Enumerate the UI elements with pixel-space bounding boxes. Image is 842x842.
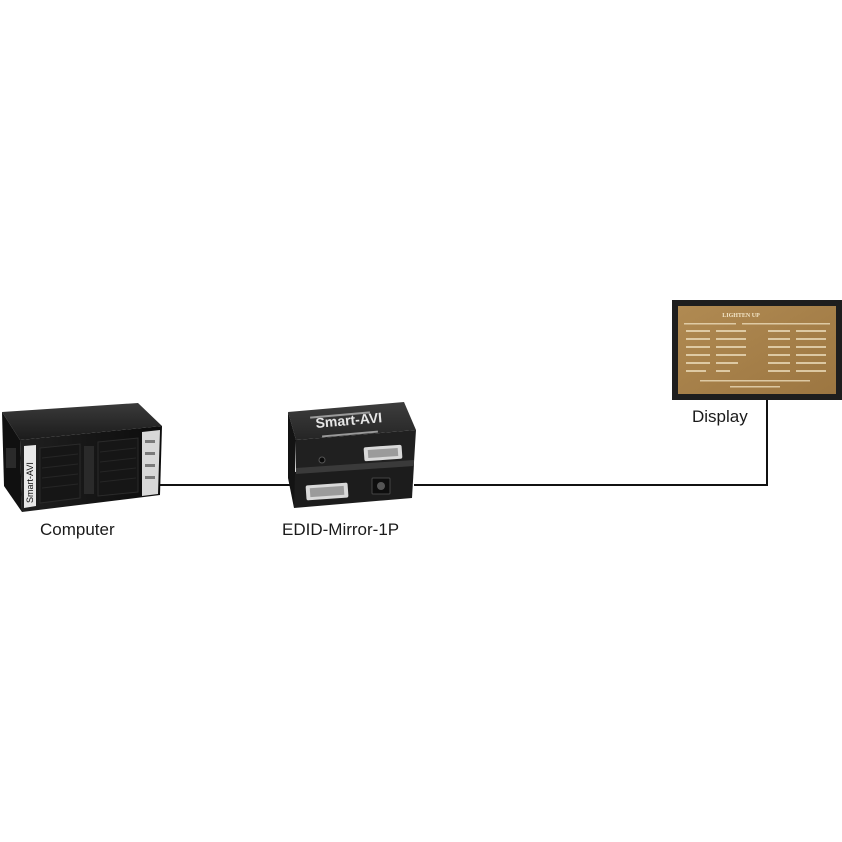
dvi-port-icon	[305, 482, 349, 501]
edid-mirror-label: EDID-Mirror-1P	[282, 520, 400, 539]
computer-label: Computer	[40, 520, 115, 539]
computer-brand-logo: Smart-AVI	[25, 462, 35, 503]
display-screen-title: LIGHTEN UP	[722, 313, 760, 319]
cable-edid-to-display	[414, 398, 768, 486]
edid-brand-logo: Smart-AVI	[315, 409, 383, 431]
dvi-port-icon	[363, 444, 403, 462]
status-led-icon	[318, 456, 326, 464]
edid-mirror-device-icon: Smart-AVI	[288, 402, 416, 508]
display-label: Display	[692, 407, 748, 426]
power-jack-icon	[371, 477, 391, 495]
connection-lines	[128, 398, 768, 486]
display-monitor-icon: LIGHTEN UP	[672, 300, 842, 400]
computer-icon: Smart-AVI	[2, 403, 162, 512]
